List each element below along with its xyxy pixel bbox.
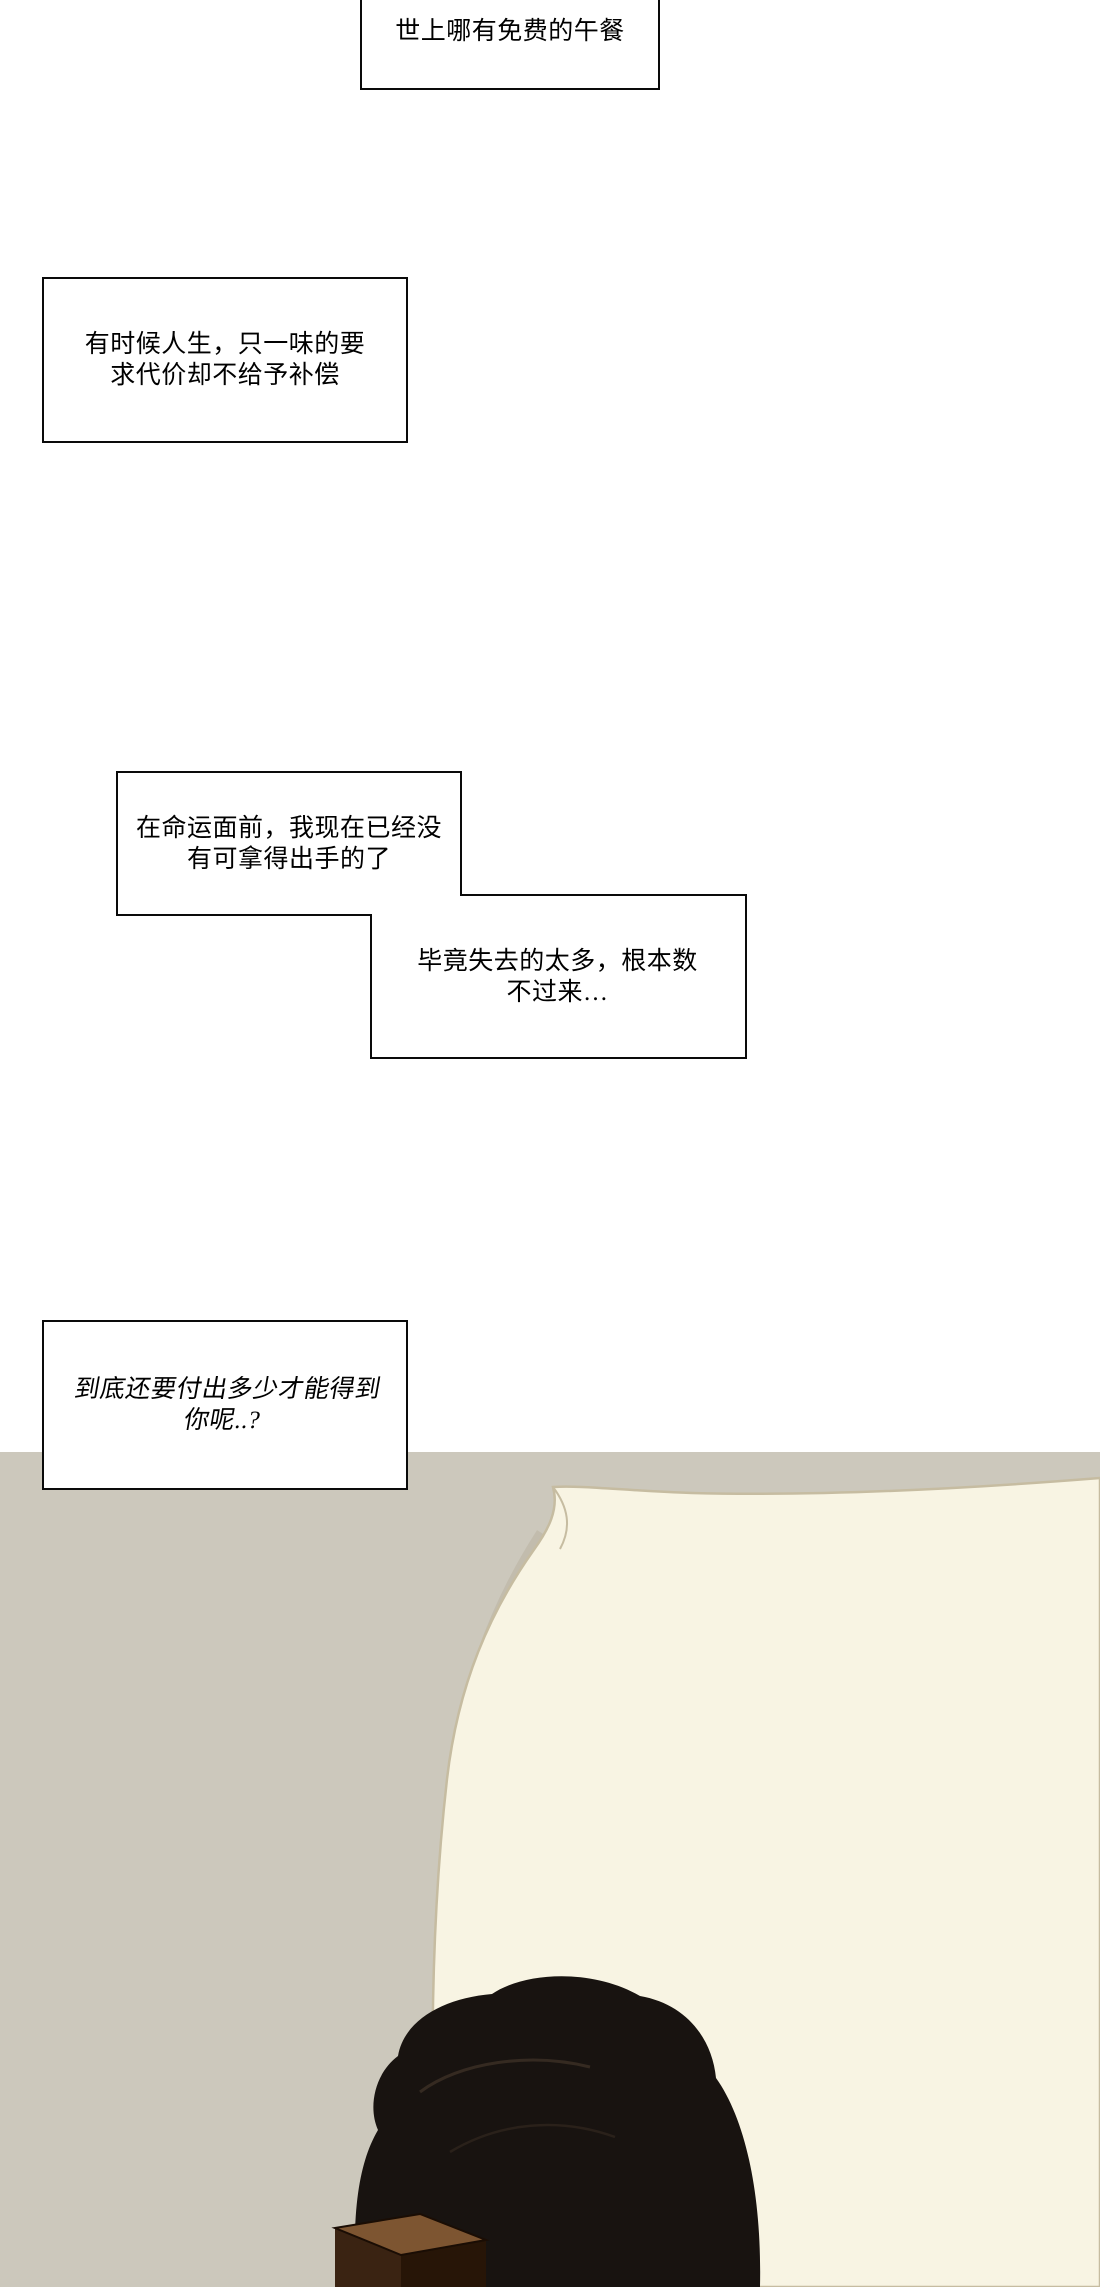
wooden-box-left-face (335, 2228, 401, 2287)
caption-5-line-1: 到底还要付出多少才能得到 (72, 1376, 384, 1403)
caption-box-3: 在命运面前，我现在已经没 有可拿得出手的了 (117, 774, 461, 913)
merged-caption-panel (116, 771, 747, 1059)
caption-box-2: 有时候人生，只一味的要 求代价却不给予补偿 (42, 277, 408, 443)
caption-box-1: 世上哪有免费的午餐 (360, 0, 660, 90)
caption-3-line-1: 在命运面前，我现在已经没 (135, 814, 442, 842)
caption-4-line-1: 毕竟失去的太多，根本数 (417, 947, 698, 975)
caption-2-line-1: 有时候人生，只一味的要 (84, 331, 366, 358)
hair-strand-highlight-2 (449, 2123, 616, 2154)
wooden-box-top-face (331, 2212, 490, 2257)
caption-2-line-2: 求代价却不给予补偿 (110, 362, 340, 389)
caption-4-line-2: 不过来… (506, 978, 609, 1006)
caption-box-4: 毕竟失去的太多，根本数 不过来… (371, 897, 744, 1056)
bottom-illustration-panel (0, 1452, 1100, 2287)
caption-box-5: 到底还要付出多少才能得到 你呢..? (42, 1320, 408, 1490)
pillow-fold-line (552, 1486, 568, 1550)
caption-3-line-2: 有可拿得出手的了 (186, 845, 391, 873)
hair-strand-highlight (419, 2058, 591, 2094)
hair-shape (354, 1976, 761, 2287)
caption-1-line-1: 世上哪有免费的午餐 (395, 18, 625, 45)
caption-5-text: 到底还要付出多少才能得到 你呢..? (67, 1374, 384, 1436)
caption-5-line-2: 你呢..? (181, 1407, 263, 1434)
merged-caption-shape (116, 771, 747, 1059)
